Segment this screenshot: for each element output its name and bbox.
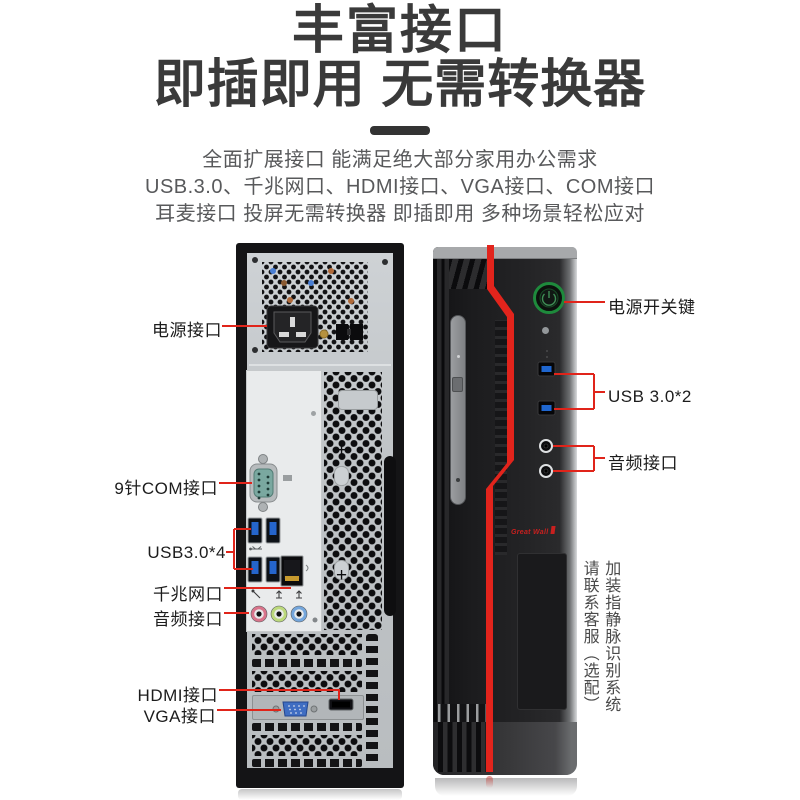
label-front-power: 电源开关键 bbox=[608, 298, 696, 317]
title-divider bbox=[370, 126, 430, 136]
rear-tower-reflection bbox=[238, 789, 402, 800]
callout-bracket-front-audio bbox=[553, 445, 605, 472]
panel-screw bbox=[312, 617, 318, 623]
rear-handle-recess bbox=[384, 456, 396, 616]
cable-clip bbox=[338, 390, 378, 410]
side-note-line-2: 请联系客服（选配） bbox=[580, 560, 598, 713]
mic-pinhole bbox=[546, 350, 548, 352]
vent-pill-mount-bottom bbox=[334, 560, 349, 580]
red-stripe bbox=[486, 245, 514, 772]
brand-logo: Great Wall bbox=[511, 526, 567, 536]
case-screw bbox=[252, 257, 258, 263]
ethernet-port bbox=[280, 555, 309, 587]
label-rear-hdmi: HDMI接口 bbox=[137, 686, 218, 705]
hdmi-port bbox=[328, 698, 354, 711]
power-icon bbox=[541, 291, 557, 306]
front-side-ribs bbox=[434, 259, 449, 722]
front-bottom-vent-slats bbox=[438, 722, 490, 772]
description-line-3: 耳麦接口 投屏无需转换器 即插即用 多种场景轻松应对 bbox=[155, 203, 645, 226]
finger-vein-module-bay bbox=[517, 553, 567, 710]
vent-pill-mount-top bbox=[334, 466, 349, 486]
optical-drive-pinhole bbox=[456, 478, 460, 482]
side-note: 加装指静脉识别系统 请联系客服（选配） bbox=[578, 560, 621, 725]
front-tower-top-cap bbox=[433, 247, 577, 259]
usb-ports-rear bbox=[247, 517, 281, 583]
screw-cross-bottom: + bbox=[336, 565, 348, 586]
description-line-2: USB.3.0、千兆网口、HDMI接口、VGA接口、COM接口 bbox=[145, 176, 655, 199]
optical-drive-led bbox=[457, 355, 460, 358]
voltage-switch bbox=[336, 324, 363, 340]
audio-in-icon bbox=[296, 590, 302, 599]
label-rear-com: 9针COM接口 bbox=[114, 479, 218, 498]
case-screw bbox=[382, 259, 388, 265]
expansion-slot-cover-3 bbox=[252, 759, 362, 767]
front-tower-reflection bbox=[435, 778, 577, 796]
mic-icon bbox=[251, 589, 261, 599]
panel-groove bbox=[249, 364, 391, 366]
optical-drive-slot bbox=[450, 315, 466, 505]
audio-jacks-front bbox=[539, 439, 553, 478]
front-bottom-slat-caps bbox=[438, 704, 490, 722]
expansion-slot-grille-1 bbox=[252, 634, 362, 655]
com-port bbox=[249, 454, 292, 512]
side-note-line-1: 加装指静脉识别系统 bbox=[602, 560, 620, 713]
label-rear-power: 电源接口 bbox=[152, 321, 222, 340]
label-rear-usb: USB3.0*4 bbox=[147, 543, 226, 562]
power-socket bbox=[266, 305, 329, 349]
optical-drive-eject-button bbox=[452, 377, 463, 392]
label-front-usb: USB 3.0*2 bbox=[608, 387, 692, 406]
mic-pinhole bbox=[546, 356, 548, 358]
gold-screw bbox=[319, 329, 329, 339]
audio-out-icon bbox=[276, 590, 282, 599]
label-rear-audio: 音频接口 bbox=[153, 610, 223, 629]
header: 丰富接口 即插即用 无需转换器 全面扩展接口 能满足绝大部分家用办公需求 USB… bbox=[0, 4, 800, 228]
description-line-1: 全面扩展接口 能满足绝大部分家用办公需求 bbox=[202, 149, 598, 172]
label-rear-vga: VGA接口 bbox=[143, 707, 216, 726]
rear-slot-hole-column bbox=[366, 634, 378, 764]
page-title: 丰富接口 bbox=[291, 2, 508, 60]
expansion-slot-grille-2 bbox=[252, 671, 362, 692]
audio-jacks-rear bbox=[250, 589, 318, 623]
page-subtitle: 即插即用 无需转换器 bbox=[153, 56, 647, 115]
red-stripe-reflection bbox=[486, 776, 493, 788]
expansion-slot-cover-1 bbox=[252, 659, 362, 667]
expansion-slot-grille-3 bbox=[252, 735, 362, 756]
expansion-slot-cover-2 bbox=[252, 723, 362, 731]
callout-line-rear-hdmi bbox=[219, 689, 340, 700]
power-button bbox=[533, 282, 565, 314]
case-screw bbox=[252, 347, 258, 353]
rear-side-vent-grille bbox=[324, 372, 382, 630]
callout-bracket-rear-usb bbox=[226, 528, 253, 570]
usb-ports-front bbox=[537, 361, 556, 416]
screw-cross-top: + bbox=[336, 440, 348, 461]
vent-slot bbox=[283, 475, 292, 481]
label-rear-lan: 千兆网口 bbox=[153, 585, 223, 604]
label-front-audio: 音频接口 bbox=[608, 454, 678, 473]
panel-screw bbox=[311, 411, 316, 416]
power-led bbox=[542, 327, 549, 334]
usb-trident-icon bbox=[249, 546, 262, 551]
callout-bracket-front-usb bbox=[554, 373, 605, 410]
front-meander-pattern bbox=[495, 320, 507, 555]
